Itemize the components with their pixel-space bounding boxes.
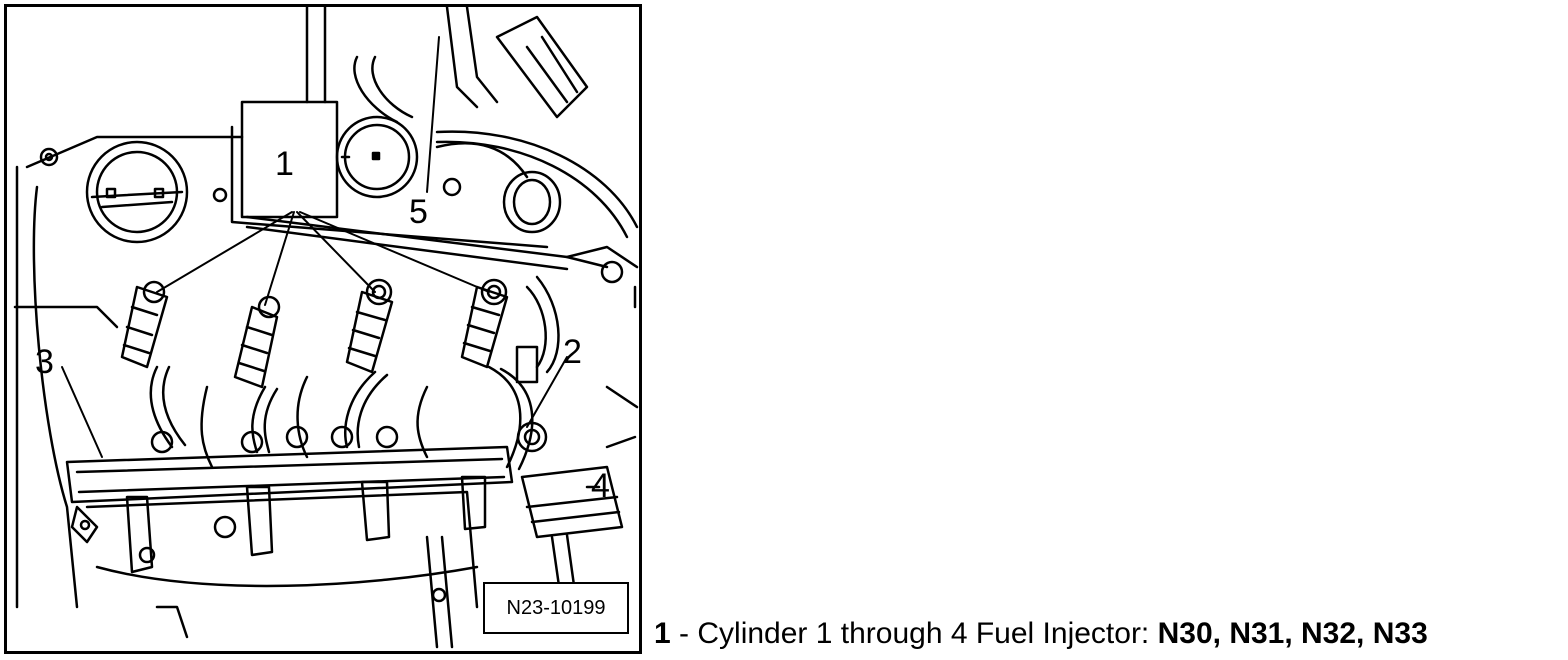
engine-diagram-frame: 1 5 3 2 4 N23-10199 bbox=[4, 4, 642, 654]
caption-item-number: 1 bbox=[654, 617, 671, 650]
figure-reference-code: N23-10199 bbox=[483, 582, 629, 634]
caption-description: Cylinder 1 through 4 Fuel Injector: bbox=[697, 617, 1158, 650]
callout-3-label: 3 bbox=[35, 343, 54, 381]
callout-5-label: 5 bbox=[409, 193, 428, 231]
callout-4-label: 4 bbox=[591, 467, 610, 505]
callout-2-label: 2 bbox=[563, 333, 582, 371]
engine-line-drawing bbox=[13, 7, 639, 649]
callout-1-label: 1 bbox=[275, 145, 294, 183]
caption-part-codes: N30, N31, N32, N33 bbox=[1157, 617, 1428, 650]
caption-separator: - bbox=[670, 617, 698, 650]
figure-caption: 1 - Cylinder 1 through 4 Fuel Injector: … bbox=[654, 616, 1428, 652]
reference-code-text: N23-10199 bbox=[506, 596, 606, 619]
